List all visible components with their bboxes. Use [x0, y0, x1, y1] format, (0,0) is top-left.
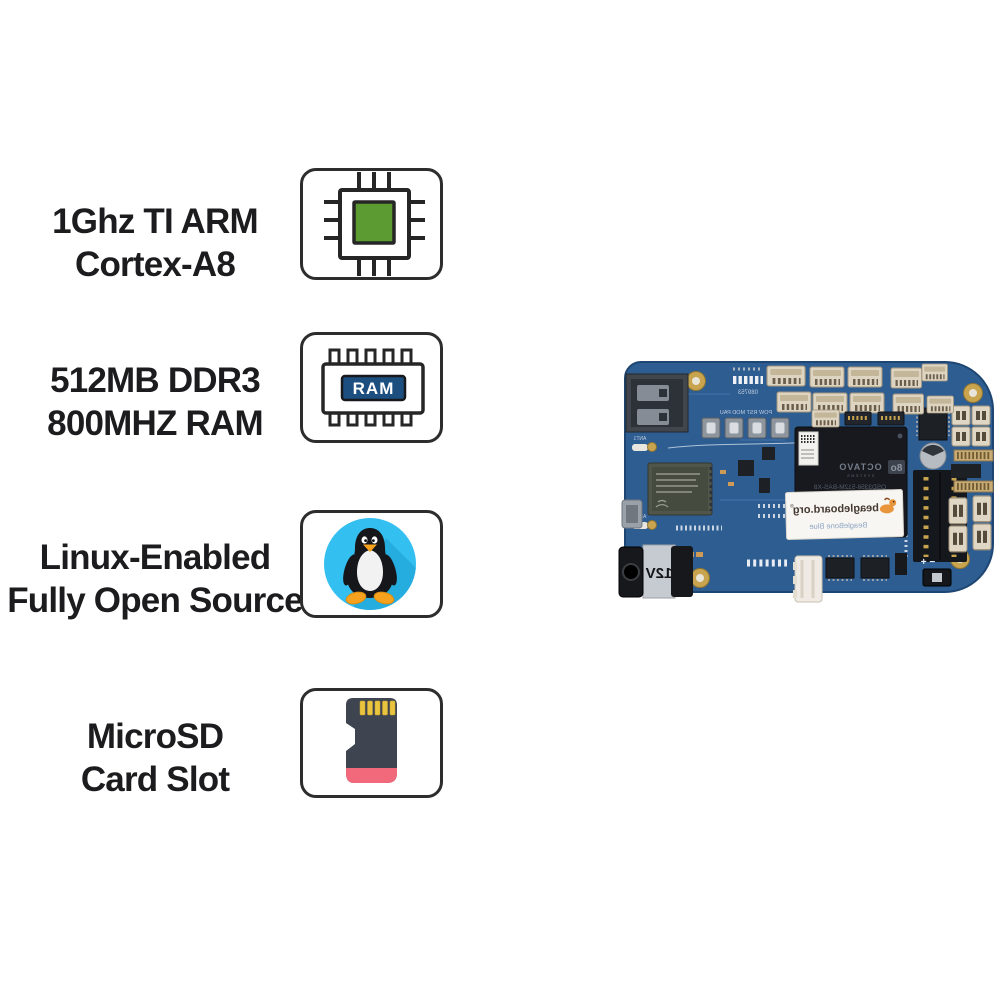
ram-icon-text: RAM [352, 379, 394, 398]
feature-line: Card Slot [80, 760, 230, 799]
cpu-chip-icon [323, 171, 425, 276]
power-marks-silkscreen: + − [921, 557, 936, 568]
label-reg: ® [790, 502, 794, 509]
mount-hole [686, 371, 706, 391]
feature-line: Linux-Enabled [39, 538, 272, 577]
qr-sticker [798, 431, 819, 466]
feature-line: Fully Open Source [7, 581, 303, 620]
dc-jack-label: 12V [646, 565, 673, 582]
micro-usb-port [621, 499, 643, 529]
linux-tux-icon [323, 517, 416, 610]
battery-connector [793, 555, 823, 603]
ribbed-connectors [951, 449, 994, 493]
label-brand: beagleboard.org [793, 502, 879, 516]
ram-chip-icon: RAM [320, 348, 425, 426]
mount-hole [963, 383, 983, 403]
feature-line: 512MB DDR3 [50, 361, 261, 400]
status-leds: 089753 [733, 367, 763, 396]
small-ics [738, 447, 907, 575]
feature-linux-label: Linux-Enabled Fully Open Source [0, 536, 310, 622]
feature-microsd-label: MicroSD Card Slot [0, 715, 310, 801]
feature-ram-label: 512MB DDR3 800MHZ RAM [0, 359, 310, 445]
mount-hole [690, 568, 710, 588]
octavo-logo: 8o [891, 463, 903, 474]
feature-line: MicroSD [86, 717, 224, 756]
chip-part-number: OSD3358-512M-BAS-X8 [813, 484, 886, 491]
beagle-dog-logo [879, 497, 897, 514]
tactile-buttons: POW RST MOD PAU [701, 410, 790, 439]
feature-line: 800MHZ RAM [47, 404, 263, 443]
dc-jack: 12V [618, 544, 693, 599]
octavo-sub: SYSTEMS [846, 474, 875, 478]
capacitor [919, 442, 947, 470]
feature-line: Cortex-A8 [74, 245, 236, 284]
beaglebone-blue-board: 089753 POW RST MOD PAU [618, 361, 994, 603]
power-button: + − [921, 557, 952, 587]
cpu-icon-box [300, 168, 443, 280]
pcb-traces [670, 393, 866, 501]
led-code-silkscreen: 089753 [737, 390, 758, 396]
driver-ics [825, 555, 890, 581]
microsd-card-icon [345, 697, 397, 783]
top-connectors [767, 364, 954, 427]
label-model: BeagleBone Blue [809, 520, 867, 531]
microsd-icon-box [300, 688, 443, 798]
ram-icon-box: RAM [300, 332, 443, 443]
octavo-brand: OCTAVO [838, 462, 881, 472]
board-photo: 089753 POW RST MOD PAU [610, 350, 1000, 610]
button-silkscreen: POW RST MOD PAU [720, 410, 772, 416]
beagleboard-label: beagleboard.org ® BeagleBone Blue [784, 489, 905, 540]
feature-line: 1Ghz TI ARM [52, 202, 259, 241]
wifi-module [647, 462, 713, 516]
usb-a-port [625, 373, 689, 433]
feature-cpu-label: 1Ghz TI ARM Cortex-A8 [0, 200, 310, 286]
linux-icon-box [300, 510, 443, 618]
ant1-silkscreen: ANT1 [633, 436, 646, 442]
black-connectors [844, 411, 905, 426]
